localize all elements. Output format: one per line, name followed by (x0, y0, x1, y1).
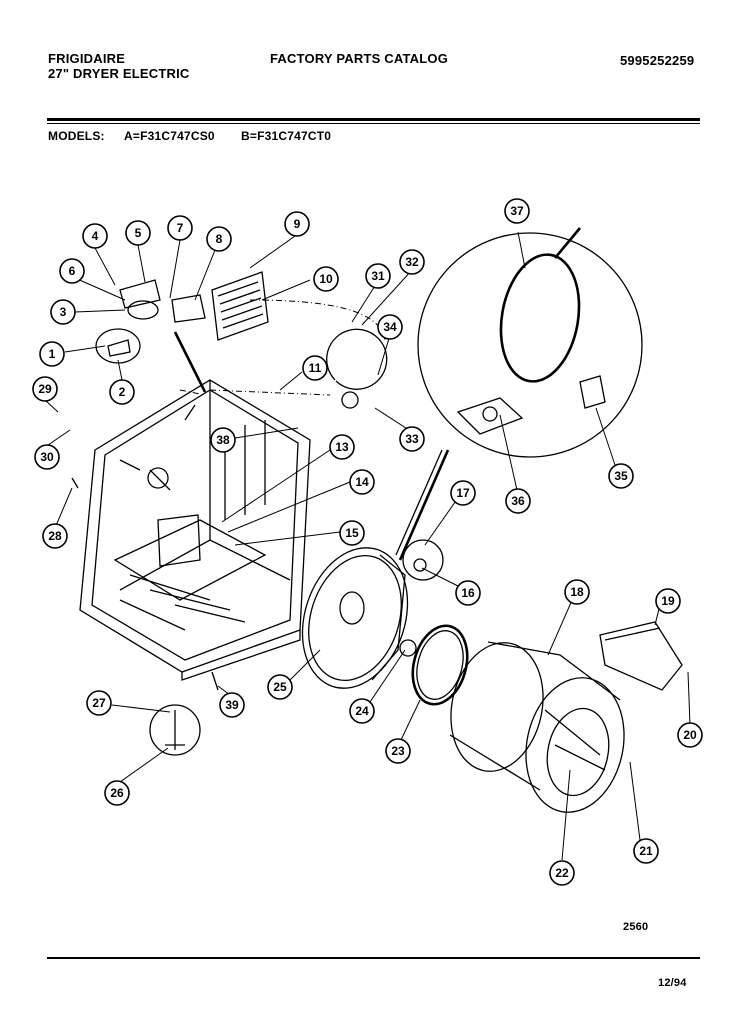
drum (449, 641, 625, 813)
front-bulkhead (301, 547, 409, 689)
callout-number: 28 (48, 529, 62, 543)
callout-30: 30 (34, 444, 60, 470)
callout-9: 9 (284, 211, 310, 237)
callout-39: 39 (219, 692, 245, 718)
callout-number: 19 (661, 594, 675, 608)
callout-number: 37 (510, 204, 524, 218)
callout-23: 23 (385, 738, 411, 764)
header-rule (47, 118, 700, 121)
callout-number: 24 (355, 704, 369, 718)
callout-number: 18 (570, 585, 584, 599)
callout-number: 22 (555, 866, 569, 880)
callout-1: 1 (39, 341, 65, 367)
callout-number: 13 (335, 440, 349, 454)
callout-13: 13 (329, 434, 355, 460)
callout-number: 30 (40, 450, 54, 464)
callout-number: 8 (216, 232, 223, 246)
callout-33: 33 (399, 426, 425, 452)
callout-number: 23 (391, 744, 405, 758)
callout-number: 2 (119, 385, 126, 399)
callout-number: 3 (60, 305, 67, 319)
callout-number: 21 (639, 844, 653, 858)
callout-7: 7 (167, 215, 193, 241)
product-name: 27" DRYER ELECTRIC (48, 66, 190, 81)
callout-16: 16 (455, 580, 481, 606)
callout-28: 28 (42, 523, 68, 549)
callout-21: 21 (633, 838, 659, 864)
leader-lines (44, 231, 691, 861)
callout-number: 4 (92, 229, 99, 243)
callout-34: 34 (377, 314, 403, 340)
models-label: MODELS: (48, 129, 105, 143)
drawing-number: 2560 (623, 921, 649, 933)
callout-number: 33 (405, 432, 419, 446)
callout-14: 14 (349, 469, 375, 495)
callout-25: 25 (267, 674, 293, 700)
catalog-number: 5995252259 (620, 53, 695, 68)
callout-29: 29 (32, 376, 58, 402)
callout-number: 32 (405, 255, 419, 269)
callout-number: 14 (355, 475, 369, 489)
callout-32: 32 (399, 249, 425, 275)
callout-number: 10 (319, 272, 333, 286)
callout-number: 15 (345, 526, 359, 540)
cabinet-frame (79, 379, 311, 681)
callout-20: 20 (677, 722, 703, 748)
callout-number: 16 (461, 586, 475, 600)
callout-number: 38 (216, 433, 230, 447)
header-rule-thin (47, 123, 700, 124)
callout-15: 15 (339, 520, 365, 546)
footer-date: 12/94 (658, 977, 687, 989)
catalog-title: FACTORY PARTS CATALOG (270, 51, 449, 66)
callout-24: 24 (349, 698, 375, 724)
callout-10: 10 (313, 266, 339, 292)
callout-number: 39 (225, 698, 239, 712)
callout-number: 35 (614, 469, 628, 483)
callout-number: 34 (383, 320, 397, 334)
callout-number: 25 (273, 680, 287, 694)
callout-31: 31 (365, 263, 391, 289)
callout-22: 22 (549, 860, 575, 886)
callout-number: 5 (135, 226, 142, 240)
callout-27: 27 (86, 690, 112, 716)
callout-number: 9 (294, 217, 301, 231)
callout-number: 1 (49, 347, 56, 361)
model-a: A=F31C747CS0 (124, 129, 215, 143)
detail-circle (395, 227, 643, 561)
callout-18: 18 (564, 579, 590, 605)
callout-2: 2 (109, 379, 135, 405)
callout-number: 20 (683, 728, 697, 742)
callout-number: 11 (309, 361, 322, 375)
seal-rings (399, 539, 469, 706)
callout-26: 26 (104, 780, 130, 806)
callout-5: 5 (125, 220, 151, 246)
callout-number: 26 (110, 786, 124, 800)
lower-details (71, 477, 219, 756)
callout-19: 19 (655, 588, 681, 614)
callout-38: 38 (210, 427, 236, 453)
callout-number: 17 (456, 486, 470, 500)
callout-number: 27 (92, 696, 106, 710)
callout-35: 35 (608, 463, 634, 489)
brand-name: FRIGIDAIRE (48, 51, 126, 66)
callout-number: 29 (38, 382, 52, 396)
callout-4: 4 (82, 223, 108, 249)
callout-number: 7 (177, 221, 184, 235)
callout-8: 8 (206, 226, 232, 252)
callout-37: 37 (504, 198, 530, 224)
callout-11: 11 (302, 355, 328, 381)
callout-36: 36 (505, 488, 531, 514)
callout-3: 3 (50, 299, 76, 325)
footer-rule (47, 957, 700, 959)
callout-number: 31 (371, 269, 385, 283)
callout-number: 6 (69, 264, 76, 278)
model-b: B=F31C747CT0 (241, 129, 332, 143)
callout-17: 17 (450, 480, 476, 506)
callout-number: 36 (511, 494, 525, 508)
callout-6: 6 (59, 258, 85, 284)
baffle (599, 621, 683, 691)
upper-parts (95, 271, 388, 409)
